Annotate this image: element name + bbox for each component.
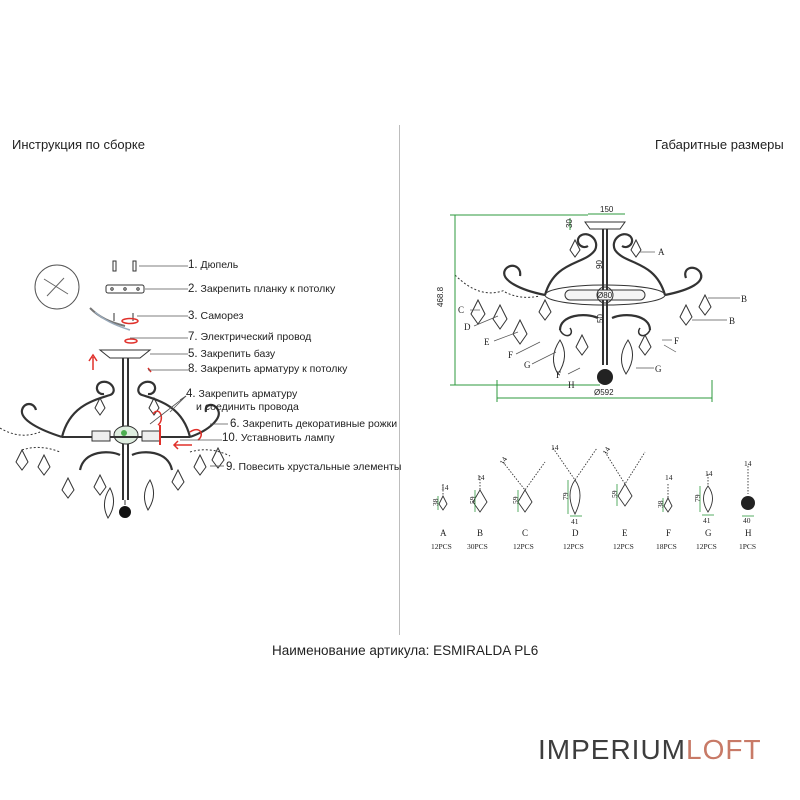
- canopy: [584, 221, 626, 230]
- svg-text:14: 14: [498, 455, 510, 466]
- svg-text:59: 59: [511, 496, 520, 504]
- dim-center: Ø80: [597, 291, 613, 300]
- step-2: 2. Закрепить планку к потолку: [188, 283, 336, 295]
- svg-text:14: 14: [477, 473, 485, 482]
- part-count-a: 12PCS: [431, 542, 452, 551]
- label-b-2: B: [729, 316, 735, 326]
- assembly-heading: Инструкция по сборке: [12, 137, 145, 152]
- dim-top-width: 150: [600, 205, 614, 214]
- svg-text:79: 79: [693, 494, 702, 502]
- part-letter-a: A: [440, 528, 447, 538]
- svg-text:14: 14: [441, 483, 449, 492]
- parts-legend: 14 38 14 59 14 59 14 79 41 14 59 14 38 1…: [431, 443, 756, 551]
- part-d-icon: [569, 479, 581, 516]
- svg-text:40: 40: [743, 516, 751, 525]
- part-h-icon: [741, 496, 755, 510]
- label-g-1: G: [524, 360, 531, 370]
- step-8: 8. Закрепить арматуру к потолку: [188, 363, 348, 375]
- part-c-icon: [517, 489, 533, 513]
- dim-height: 468.8: [436, 286, 445, 307]
- part-a-icon: [438, 494, 448, 511]
- svg-text:14: 14: [705, 469, 713, 478]
- step-3: 3. Саморез: [188, 310, 244, 322]
- step-9: 9. Повесить хрустальные элементы: [226, 461, 402, 473]
- step-10: 10. Уставновить лампу: [222, 432, 335, 444]
- part-count-d: 12PCS: [563, 542, 584, 551]
- dowel-icon-2: [132, 260, 137, 272]
- part-count-f: 18PCS: [656, 542, 677, 551]
- part-count-h: 1PCS: [739, 542, 756, 551]
- svg-text:59: 59: [468, 496, 477, 504]
- svg-text:38: 38: [656, 500, 665, 508]
- label-f-1: F: [508, 350, 513, 360]
- part-count-b: 30PCS: [467, 542, 488, 551]
- bottom-crystal-ball: [119, 506, 131, 518]
- brand-logo: IMPERIUMLOFT: [538, 734, 762, 765]
- part-f-icon: [663, 496, 673, 513]
- part-count-e: 12PCS: [613, 542, 634, 551]
- canopy-base: [98, 349, 152, 359]
- part-letter-g: G: [705, 528, 712, 538]
- svg-text:14: 14: [551, 443, 559, 452]
- step-7: 7. Электрический провод: [188, 331, 312, 343]
- step-1: 1. Дюпель: [188, 259, 239, 271]
- dowel-icon: [112, 260, 117, 272]
- step-4-continued: и соединить провода: [196, 401, 299, 413]
- dimensions-heading: Габаритные размеры: [655, 137, 784, 152]
- part-count-c: 12PCS: [513, 542, 534, 551]
- detail-circle: [34, 264, 80, 310]
- svg-text:41: 41: [703, 516, 711, 525]
- svg-text:41: 41: [571, 517, 579, 526]
- dim-diameter: Ø592: [594, 388, 614, 397]
- step-5: 5. Закрепить базу: [188, 348, 276, 360]
- dim-top-height: 30: [565, 219, 574, 228]
- part-letter-e: E: [622, 528, 628, 538]
- svg-text:14: 14: [601, 445, 613, 456]
- part-letter-b: B: [477, 528, 483, 538]
- label-f-3: F: [674, 336, 679, 346]
- dimension-drawing: 150 30 90 Ø80 50 468.8 Ø592 A B B C D E …: [436, 205, 747, 402]
- label-e: E: [484, 337, 490, 347]
- dim-stem: 90: [595, 260, 604, 269]
- part-letter-c: C: [522, 528, 528, 538]
- arrow-up-red: [88, 353, 98, 370]
- divider: [399, 125, 400, 635]
- step-4: 4. Закрепить арматуру: [186, 388, 298, 400]
- part-letter-h: H: [745, 528, 752, 538]
- svg-text:14: 14: [744, 459, 752, 468]
- part-g-icon: [703, 485, 713, 513]
- svg-text:38: 38: [431, 498, 440, 506]
- part-e-icon: [617, 483, 633, 507]
- svg-text:14: 14: [665, 473, 673, 482]
- part-letter-d: D: [572, 528, 579, 538]
- label-f-2: F: [556, 370, 561, 380]
- label-c: C: [458, 305, 464, 315]
- dim-lower: 50: [596, 314, 605, 323]
- part-letter-f: F: [666, 528, 671, 538]
- step-6: 6. Закрепить декоративные рожки: [230, 418, 398, 430]
- crystal-ball-h: [597, 369, 613, 385]
- label-g-2: G: [655, 364, 662, 374]
- label-d: D: [464, 322, 471, 332]
- svg-text:79: 79: [561, 492, 570, 500]
- part-count-g: 12PCS: [696, 542, 717, 551]
- article-name: Наименование артикула: ESMIRALDA PL6: [272, 643, 539, 658]
- svg-text:59: 59: [610, 490, 619, 498]
- label-b-1: B: [741, 294, 747, 304]
- label-h: H: [568, 380, 575, 390]
- label-a: A: [658, 247, 665, 257]
- assembly-drawing: [0, 260, 231, 519]
- mounting-plate-icon: [105, 284, 145, 294]
